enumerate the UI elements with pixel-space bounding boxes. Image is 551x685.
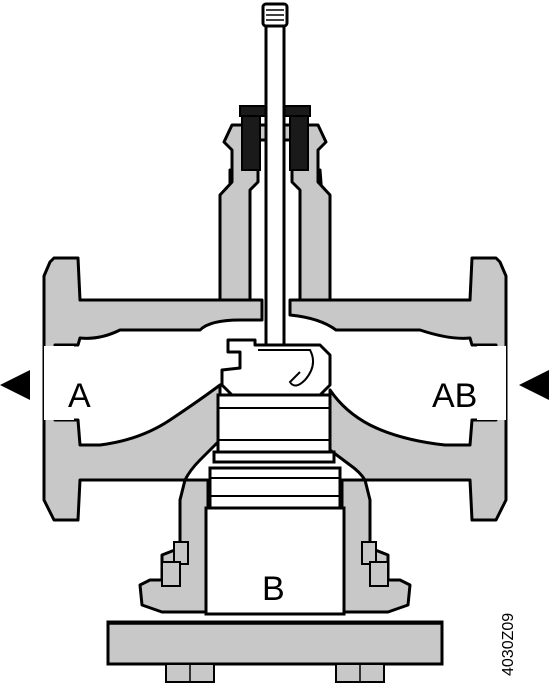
bolt-left-lower	[161, 561, 181, 587]
bolt-right-upper	[361, 541, 377, 565]
plug-spring-detail	[258, 349, 315, 387]
lower-sleeve-upper	[208, 466, 342, 510]
outlet-arrow-ab	[519, 370, 549, 400]
left-flange	[42, 168, 264, 522]
lower-body	[138, 466, 412, 616]
port-b-passage	[204, 506, 346, 616]
inlet-arrow-a	[0, 370, 30, 400]
plug-assembly	[212, 338, 336, 464]
port-ab-passage	[477, 346, 506, 420]
stem-shaft	[264, 18, 286, 347]
bonnet	[218, 105, 332, 302]
packing-gland-left	[241, 109, 261, 171]
port-a-passage	[44, 346, 74, 420]
port-ab-label: AB	[432, 377, 477, 415]
valve-stem	[261, 2, 289, 347]
plug-body	[216, 393, 332, 457]
plug-head	[220, 338, 332, 397]
left-flange-body	[42, 168, 264, 522]
right-flange	[288, 168, 508, 522]
base-plate	[106, 620, 444, 666]
packing-gland-right	[289, 109, 309, 171]
port-b-label: B	[262, 570, 285, 608]
bolt-right-lower	[369, 561, 389, 587]
seat-ring	[212, 450, 336, 464]
bolt-left-upper	[173, 541, 189, 565]
base-plate-assembly	[106, 620, 444, 683]
port-a-label: A	[68, 377, 91, 415]
drawing-code-label: 4030Z09	[500, 613, 517, 676]
right-flange-body	[288, 168, 508, 522]
